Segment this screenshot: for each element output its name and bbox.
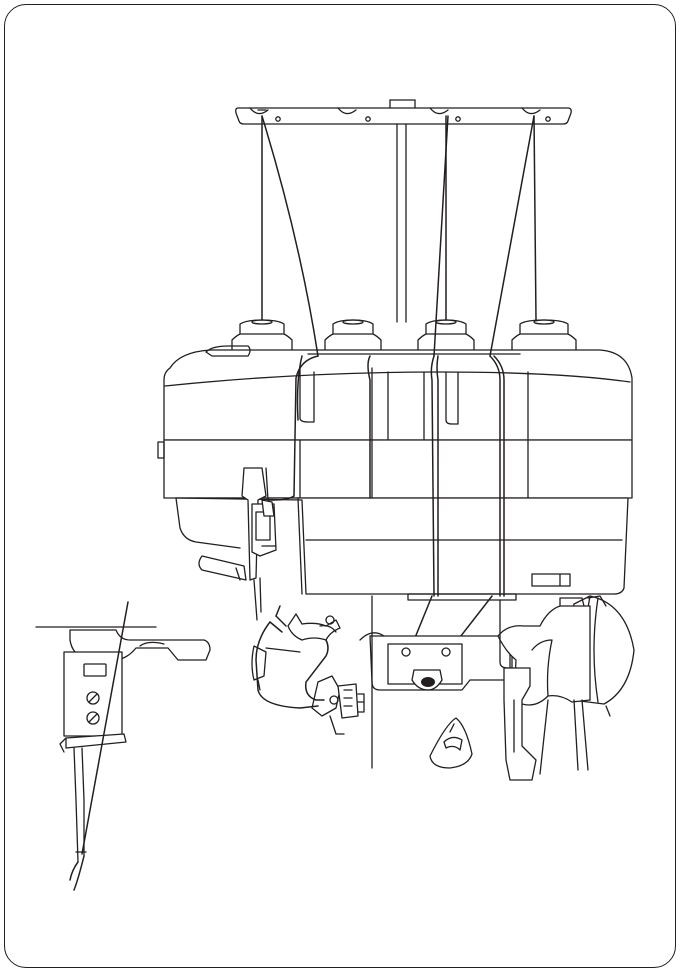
- presser-foot-lever: [430, 718, 472, 768]
- model-plate: [532, 574, 570, 586]
- thread-stand-pole: [390, 100, 415, 322]
- thread-spools: [232, 320, 576, 355]
- machine-body: [158, 346, 632, 594]
- thread-stand: [236, 100, 571, 322]
- thread-guide-bracket: [370, 594, 516, 690]
- looper: [252, 606, 364, 734]
- looper-drive-arm: [498, 598, 610, 780]
- machine-upper-cover: [164, 350, 632, 440]
- spool-4: [512, 320, 576, 355]
- needle-threading-inset: [36, 602, 210, 890]
- thread-stand-bar: [236, 108, 571, 124]
- threads: [262, 116, 536, 650]
- page-border: [4, 4, 676, 968]
- presser-foot-shank: [199, 556, 246, 580]
- needle-clamp: [199, 468, 276, 620]
- spool-2: [325, 320, 381, 355]
